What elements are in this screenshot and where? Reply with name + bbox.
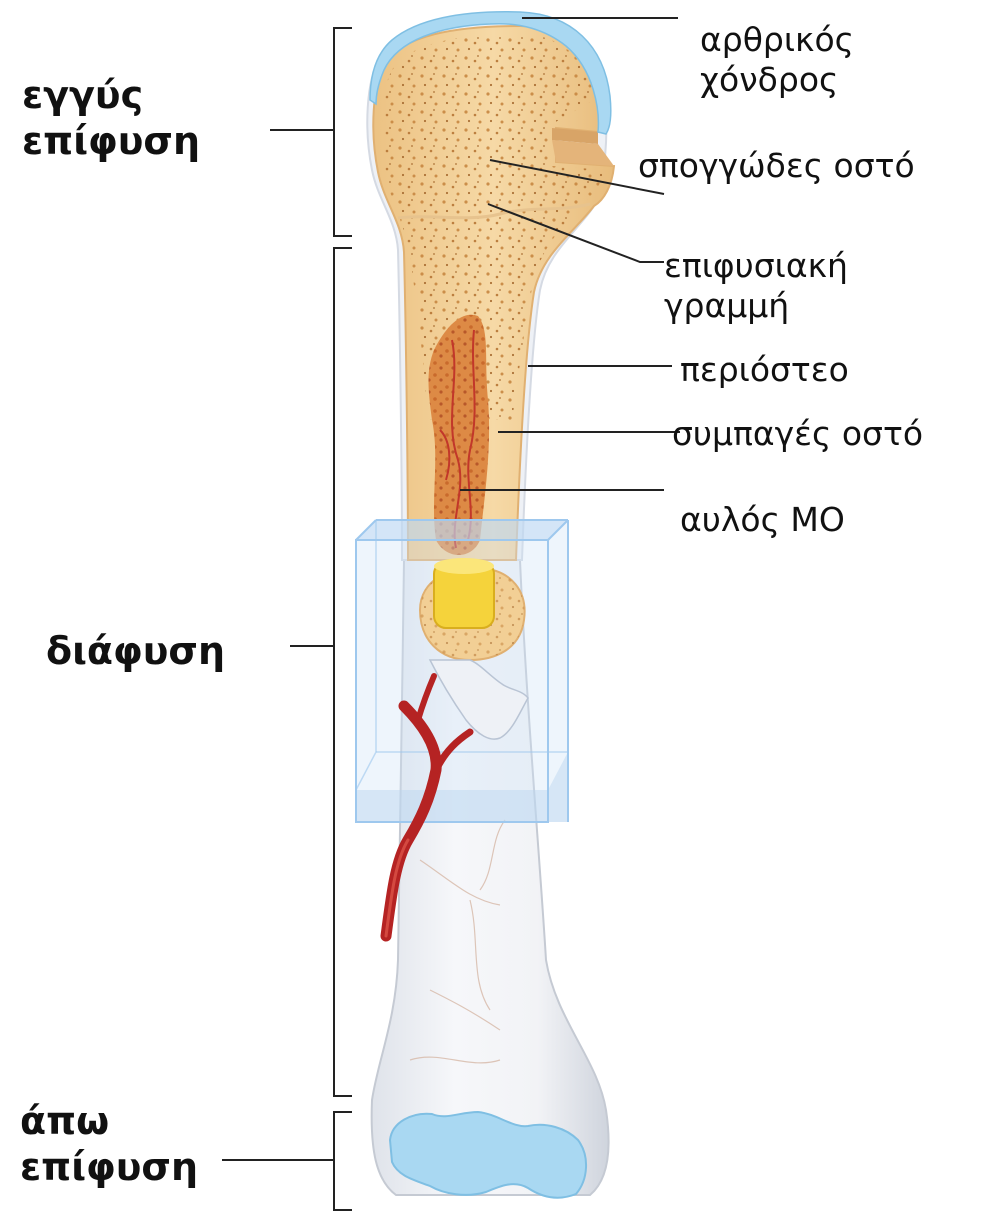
distal-epiphysis-label-line1: άπω [20,1098,198,1144]
bracket-proximal-epiphysis [334,28,352,236]
spongy-bone-label: σπογγώδες οστό [638,146,915,186]
periosteum-label: περιόστεο [680,350,849,390]
articular-cartilage-label-line2: χόνδρος [700,60,854,100]
articular-cartilage-label: αρθρικός χόνδρος [700,20,854,100]
proximal-epiphysis-label-line1: εγγύς [22,72,200,118]
proximal-epiphysis-label-line2: επίφυση [22,118,200,164]
bracket-diaphysis [334,248,352,1096]
diaphysis-label: διάφυση [46,628,225,674]
bracket-distal-epiphysis [334,1112,352,1210]
medullary-cavity [429,315,490,555]
epiphyseal-line-label-line1: επιφυσιακή [664,246,848,286]
proximal-epiphysis-label: εγγύς επίφυση [22,72,200,164]
region-brackets [222,28,352,1210]
distal-epiphysis-label: άπω επίφυση [20,1098,198,1190]
epiphyseal-line-label-line2: γραμμή [664,286,848,326]
distal-epiphysis-label-line2: επίφυση [20,1144,198,1190]
compact-bone-label: συμπαγές οστό [672,414,923,454]
epiphyseal-line-label: επιφυσιακή γραμμή [664,246,848,326]
marrow-cavity-label: αυλός ΜΟ [680,500,845,540]
articular-cartilage-label-line1: αρθρικός [700,20,854,60]
